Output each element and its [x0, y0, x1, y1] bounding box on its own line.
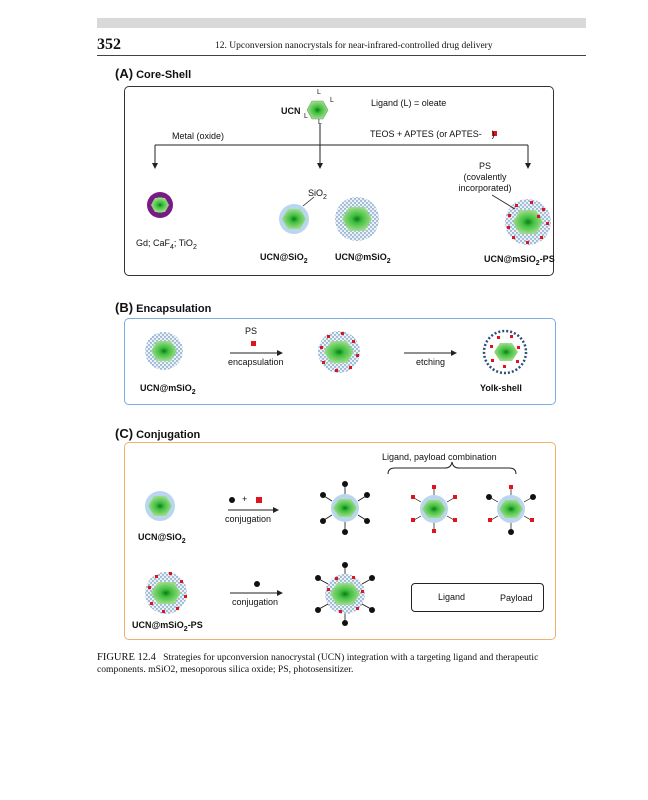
combination-brace [387, 461, 517, 475]
ucn-sio2-label: UCN@SiO2 [260, 252, 308, 265]
panel-core-shell [124, 86, 554, 276]
section-a-title: (A) Core-Shell [115, 66, 192, 81]
yolk-shell-particle [482, 329, 528, 375]
combination-label: Ligand, payload combination [382, 452, 497, 462]
section-c-title: (C) Conjugation [115, 426, 201, 441]
ligand-conjugated-particle [320, 481, 370, 535]
caption-text: Strategies for upconversion nanocrystal … [97, 652, 539, 675]
running-head: 12. Upconversion nanocrystals for near-i… [215, 41, 493, 51]
payload-square-icon [492, 131, 497, 136]
panel-c-sio2-particle [145, 491, 175, 521]
legend-payload-label: Payload [500, 593, 533, 603]
branch-left-label: Metal (oxide) [172, 131, 225, 141]
ucn-msio2-ps-particle [505, 199, 551, 245]
legend-box [411, 583, 544, 612]
conjugation-label-1: conjugation [225, 514, 272, 524]
figure-label: FIGURE 12.4 [97, 652, 156, 663]
ligand-mark-bottom: L [318, 119, 322, 126]
ligand-mark-top: L [317, 89, 321, 96]
ligand-note: Ligand (L) = oleate [371, 98, 447, 108]
panel-b-start-particle [145, 332, 183, 370]
branch-arrows [152, 124, 531, 169]
ligand-dot-icon [229, 497, 235, 503]
section-b-title: (B) Encapsulation [115, 300, 212, 315]
yolk-shell-label: Yolk-shell [480, 383, 522, 393]
legend-ligand-label: Ligand [438, 592, 466, 602]
payload-square-icon [256, 497, 262, 503]
panel-c-msio2-ps-particle [145, 572, 187, 614]
ligand-msio2-ps-particle [315, 562, 375, 626]
ps-label: PS [245, 326, 258, 336]
ps-square-icon [251, 341, 256, 346]
plus-sign: + [242, 494, 248, 504]
ucn-msio2-ps-label-c: UCN@mSiO2-PS [132, 620, 203, 633]
payload-conjugated-particle [411, 485, 457, 533]
ucn-bare-particle [306, 100, 329, 120]
ligand-mark-right: L [330, 97, 334, 104]
metal-shell-particle [147, 192, 173, 218]
sio2-label: SiO2 [308, 188, 327, 201]
header-rule [97, 55, 586, 56]
sio2-pointer [302, 196, 315, 207]
ligand-dot-icon [254, 581, 260, 587]
ucn-sio2-particle [279, 204, 309, 234]
ucn-msio2-particle [335, 197, 379, 241]
ucn-msio2-label: UCN@mSiO2 [335, 252, 391, 265]
ucn-msio2-label-b: UCN@mSiO2 [140, 383, 196, 396]
ps-covalent-note: PS (covalently incorporated) [458, 161, 512, 193]
page-number: 352 [97, 36, 121, 53]
ligand-mark-left: L [304, 113, 308, 120]
figure-caption: FIGURE 12.4 Strategies for upconversion … [97, 652, 587, 676]
panel-b-loaded-particle [318, 331, 360, 373]
combined-conjugated-particle [486, 485, 536, 535]
conjugation-label-2: conjugation [232, 597, 279, 607]
metal-list: Gd; CaF4; TiO2 [136, 238, 197, 251]
header-band [97, 18, 586, 28]
ps-pointer [491, 194, 516, 210]
etching-label: etching [416, 357, 446, 367]
ucn-label: UCN [281, 106, 301, 116]
ucn-sio2-label-c: UCN@SiO2 [138, 532, 186, 545]
branch-right-label: TEOS + APTES (or APTES-) [370, 129, 495, 139]
encapsulation-label: encapsulation [228, 357, 284, 367]
ucn-msio2-ps-label: UCN@mSiO2-PS [484, 254, 555, 267]
